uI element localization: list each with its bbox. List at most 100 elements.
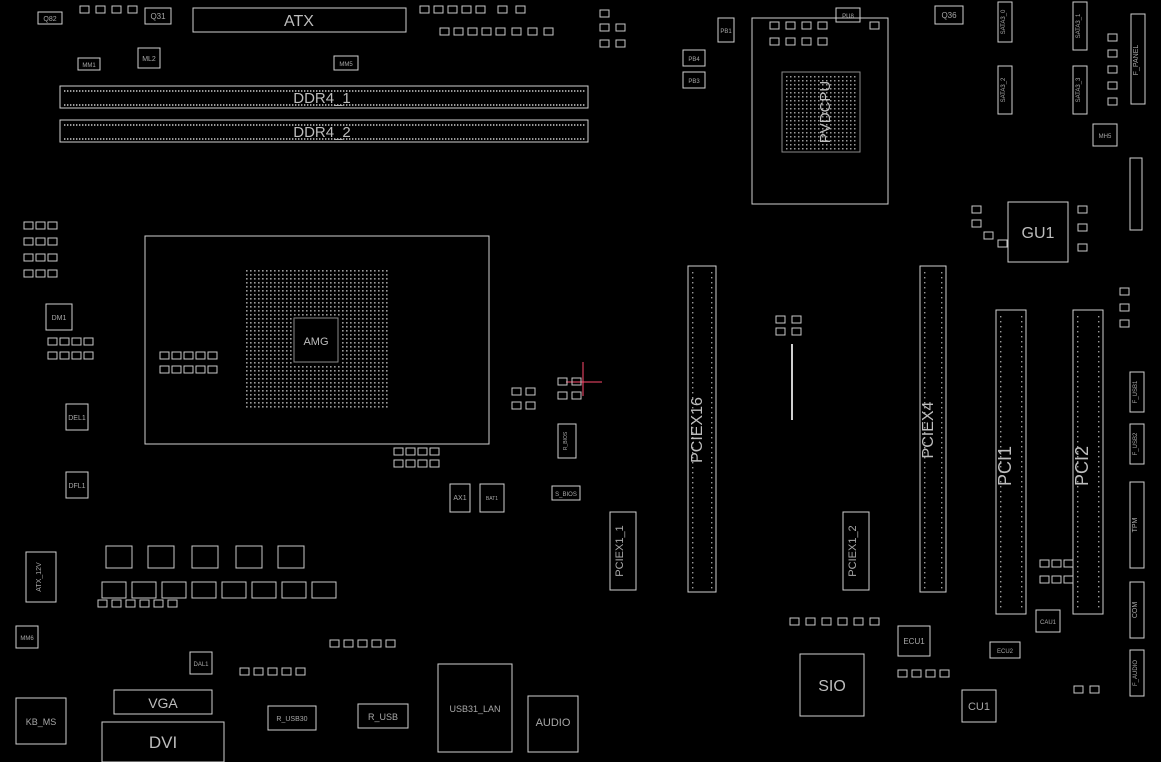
right-header-top[interactable]: [1129, 157, 1143, 231]
pciex4-slot[interactable]: [919, 265, 947, 593]
cpu-ball: [342, 294, 344, 296]
sata3-0-header[interactable]: [997, 1, 1013, 43]
ddr4-slot-2[interactable]: [59, 119, 589, 143]
ecu1-chip[interactable]: [897, 625, 931, 657]
ddr4-slot-1[interactable]: [59, 85, 589, 109]
cau1-part[interactable]: [1035, 609, 1061, 633]
cpu-ball: [362, 342, 364, 344]
q36-part[interactable]: [934, 5, 964, 25]
socket-ball: [790, 128, 792, 130]
s-bios-chip[interactable]: [551, 485, 581, 501]
bat1-part[interactable]: [479, 483, 505, 513]
sata3-2-header[interactable]: [997, 65, 1013, 115]
gu1-chip[interactable]: [1007, 201, 1069, 263]
tpm-header[interactable]: [1129, 481, 1145, 569]
pu8-part[interactable]: [835, 7, 861, 23]
slot-pin: [692, 462, 694, 464]
pciex1-2-slot[interactable]: [842, 511, 870, 591]
audio-label: AUDIO: [536, 717, 571, 729]
ax1-part[interactable]: [449, 483, 471, 513]
kb-ms-connector[interactable]: [15, 697, 67, 745]
slot-pin: [924, 452, 926, 454]
pb4-part[interactable]: [682, 49, 706, 67]
pciex1-1-slot[interactable]: [609, 511, 637, 591]
cpu-ball: [246, 330, 248, 332]
cpu-ball: [346, 334, 348, 336]
cpu-ball: [362, 402, 364, 404]
dm1-chip[interactable]: [45, 303, 73, 331]
ddr-pin: [313, 124, 315, 126]
cpu-ball: [386, 310, 388, 312]
pb3-part[interactable]: [682, 71, 706, 89]
pb1-part[interactable]: [717, 17, 735, 43]
socket-ball: [842, 108, 844, 110]
ddr-pin: [112, 138, 114, 140]
socket-ball: [794, 132, 796, 134]
cpu-ball: [334, 382, 336, 384]
mm6-part[interactable]: [15, 625, 39, 649]
mm1-part[interactable]: [77, 57, 101, 71]
usb31-lan-connector[interactable]: [437, 663, 513, 753]
passive-pad: [59, 351, 70, 360]
f-audio-header[interactable]: [1129, 649, 1145, 697]
cpu-ball: [278, 314, 280, 316]
pci1-slot[interactable]: [995, 309, 1027, 615]
socket-ball: [834, 92, 836, 94]
mh5-part[interactable]: [1092, 123, 1118, 147]
com-header[interactable]: [1129, 581, 1145, 639]
atx-12v-connector[interactable]: [25, 551, 57, 603]
cpu-ball: [270, 286, 272, 288]
ddr-pin: [238, 124, 240, 126]
r-bios-chip[interactable]: [557, 423, 577, 459]
q82-part[interactable]: [37, 11, 63, 25]
vga-connector[interactable]: [113, 689, 213, 715]
dal1-part[interactable]: [189, 651, 213, 675]
socket-ball: [822, 92, 824, 94]
sio-chip[interactable]: [799, 653, 865, 717]
cu1-chip[interactable]: [961, 689, 997, 723]
audio-connector[interactable]: [527, 695, 579, 753]
ddr-pin: [160, 90, 162, 92]
ddr-pin: [451, 138, 453, 140]
f-panel-header[interactable]: [1130, 13, 1146, 105]
mm5-part[interactable]: [333, 55, 359, 71]
sata3-1-header[interactable]: [1072, 1, 1088, 51]
pci2-slot[interactable]: [1072, 309, 1104, 615]
ml2-part[interactable]: [137, 47, 161, 69]
ddr-pin: [364, 124, 366, 126]
cpu-ball: [318, 390, 320, 392]
ecu2-chip[interactable]: [989, 641, 1021, 659]
cpu-ball: [278, 294, 280, 296]
cpu-ball: [274, 374, 276, 376]
ddr-pin: [391, 138, 393, 140]
del1-part[interactable]: [65, 403, 89, 431]
ddr-pin: [175, 138, 177, 140]
cpu-ball: [266, 306, 268, 308]
passive-pad: [95, 5, 106, 14]
f-usb1-header[interactable]: [1129, 371, 1145, 413]
dfl1-part[interactable]: [65, 471, 89, 499]
cpu-ball: [254, 358, 256, 360]
cpu-ball: [282, 306, 284, 308]
dvi-connector[interactable]: [101, 721, 225, 762]
ml2-label: ML2: [142, 56, 156, 63]
socket-chip[interactable]: [781, 71, 861, 153]
cpu-socket-outline[interactable]: [144, 235, 490, 445]
slot-pin: [1021, 406, 1023, 408]
atx-connector[interactable]: [192, 7, 407, 33]
passive-pad: [869, 21, 880, 30]
cpu-ball: [378, 370, 380, 372]
socket-ball: [810, 140, 812, 142]
slot-pin: [692, 452, 694, 454]
r-usb-connector[interactable]: [357, 703, 409, 729]
pciex16-slot[interactable]: [687, 265, 717, 593]
ddr-pin: [370, 104, 372, 106]
slot-pin: [692, 532, 694, 534]
cpu-ball: [278, 394, 280, 396]
sata3-3-header[interactable]: [1072, 65, 1088, 115]
ddr-pin: [295, 90, 297, 92]
r-usb30-connector[interactable]: [267, 705, 317, 731]
socket-ball: [806, 76, 808, 78]
q31-part[interactable]: [144, 7, 172, 25]
f-usb2-header[interactable]: [1129, 423, 1145, 465]
